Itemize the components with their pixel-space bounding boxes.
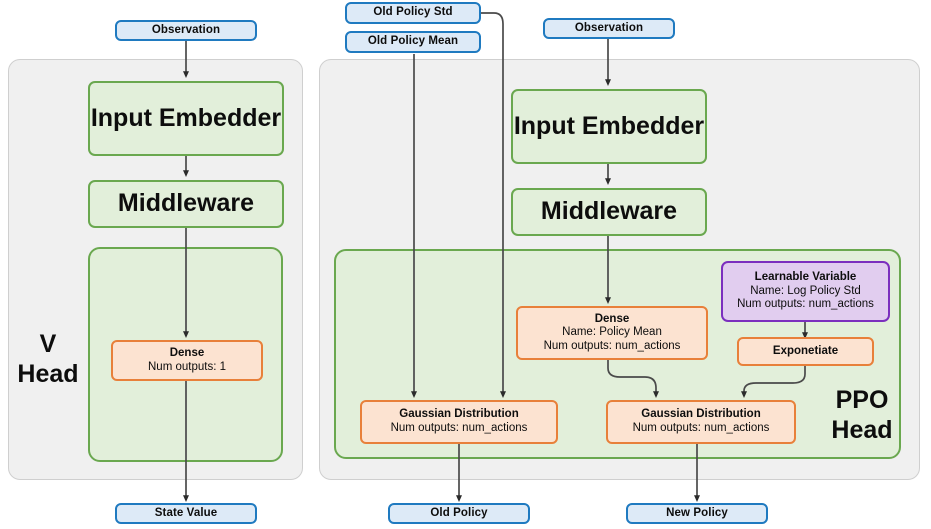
- output-state-value[interactable]: State Value: [115, 503, 257, 524]
- learnable-variable-title: Learnable Variable: [754, 271, 857, 284]
- gaussian-distribution-old[interactable]: Gaussian Distribution Num outputs: num_a…: [360, 400, 558, 444]
- ppo-input-embedder-label: Input Embedder: [513, 111, 705, 140]
- exponetiate[interactable]: Exponetiate: [737, 337, 874, 366]
- gaussian-distribution-new[interactable]: Gaussian Distribution Num outputs: num_a…: [606, 400, 796, 444]
- input-old-policy-mean[interactable]: Old Policy Mean: [345, 31, 481, 53]
- input-observation-ppo-label: Observation: [574, 21, 644, 34]
- v-input-embedder-label: Input Embedder: [90, 103, 282, 132]
- ppo-head-label-line2: Head: [831, 415, 893, 444]
- v-dense-num-outputs: Num outputs: 1: [148, 360, 226, 373]
- learnable-variable-name: Name: Log Policy Std: [750, 284, 861, 297]
- ppo-dense-title: Dense: [594, 312, 630, 325]
- input-observation-ppo[interactable]: Observation: [543, 18, 675, 39]
- output-new-policy-label: New Policy: [666, 506, 728, 519]
- ppo-dense-num-outputs: Num outputs: num_actions: [543, 339, 681, 352]
- ppo-dense-name: Name: Policy Mean: [562, 326, 662, 339]
- input-observation-v[interactable]: Observation: [115, 20, 257, 41]
- learnable-variable-log-policy-std[interactable]: Learnable Variable Name: Log Policy Std …: [721, 261, 890, 322]
- ppo-head-label-line1: PPO: [835, 386, 889, 414]
- output-state-value-label: State Value: [154, 506, 218, 519]
- gaussian-new-num-outputs: Num outputs: num_actions: [632, 422, 770, 434]
- input-old-policy-mean-label: Old Policy Mean: [367, 35, 459, 48]
- v-dense-title: Dense: [169, 346, 205, 359]
- v-input-embedder[interactable]: Input Embedder: [88, 81, 284, 156]
- ppo-middleware[interactable]: Middleware: [511, 188, 707, 236]
- output-old-policy[interactable]: Old Policy: [388, 503, 530, 524]
- gaussian-new-title: Gaussian Distribution: [641, 408, 761, 421]
- v-middleware-label: Middleware: [117, 189, 255, 218]
- v-head-label-line1: V: [39, 330, 57, 358]
- gaussian-old-num-outputs: Num outputs: num_actions: [390, 422, 528, 434]
- input-old-policy-std-label: Old Policy Std: [373, 6, 453, 19]
- ppo-middleware-label: Middleware: [540, 197, 678, 226]
- learnable-variable-num-outputs: Num outputs: num_actions: [737, 298, 874, 311]
- v-middleware[interactable]: Middleware: [88, 180, 284, 228]
- ppo-head-label: PPO Head: [817, 386, 907, 445]
- exponetiate-label: Exponetiate: [772, 344, 839, 357]
- v-head-label: V Head: [10, 330, 86, 389]
- input-old-policy-std[interactable]: Old Policy Std: [345, 2, 481, 24]
- input-observation-v-label: Observation: [151, 23, 221, 36]
- output-old-policy-label: Old Policy: [430, 506, 488, 519]
- gaussian-old-title: Gaussian Distribution: [399, 408, 519, 421]
- v-dense[interactable]: Dense Num outputs: 1: [111, 340, 263, 381]
- v-head-label-line2: Head: [17, 359, 79, 388]
- output-new-policy[interactable]: New Policy: [626, 503, 768, 524]
- ppo-dense-policy-mean[interactable]: Dense Name: Policy Mean Num outputs: num…: [516, 306, 708, 360]
- ppo-input-embedder[interactable]: Input Embedder: [511, 89, 707, 164]
